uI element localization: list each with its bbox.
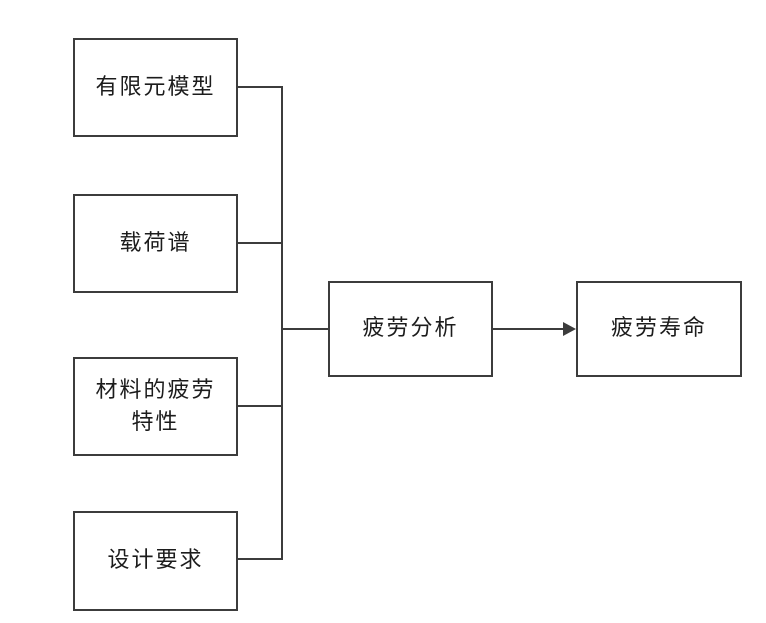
arrow-head-icon xyxy=(563,322,576,336)
trunk-line xyxy=(281,86,283,560)
arrow-line xyxy=(493,328,565,330)
node-fatigue-analysis: 疲劳分析 xyxy=(328,281,493,377)
node-load-spectrum: 载荷谱 xyxy=(73,194,238,293)
node-design-requirements-label: 设计要求 xyxy=(107,548,204,574)
node-design-requirements: 设计要求 xyxy=(73,511,238,611)
node-fatigue-life-label: 疲劳寿命 xyxy=(610,316,707,342)
node-material-fatigue-properties-label: 材料的疲劳 特性 xyxy=(95,377,216,435)
node-finite-element-model-label: 有限元模型 xyxy=(95,74,216,100)
connector-finite-element-model xyxy=(238,86,282,88)
node-finite-element-model: 有限元模型 xyxy=(73,38,238,137)
node-load-spectrum-label: 载荷谱 xyxy=(119,230,192,256)
connector-fatigue-analysis xyxy=(283,328,328,330)
node-material-fatigue-properties: 材料的疲劳 特性 xyxy=(73,357,238,456)
node-fatigue-life: 疲劳寿命 xyxy=(576,281,742,377)
connector-load-spectrum xyxy=(238,242,282,244)
connector-design-requirements xyxy=(238,558,282,560)
node-fatigue-analysis-label: 疲劳分析 xyxy=(362,316,459,342)
connector-material-fatigue xyxy=(238,405,282,407)
